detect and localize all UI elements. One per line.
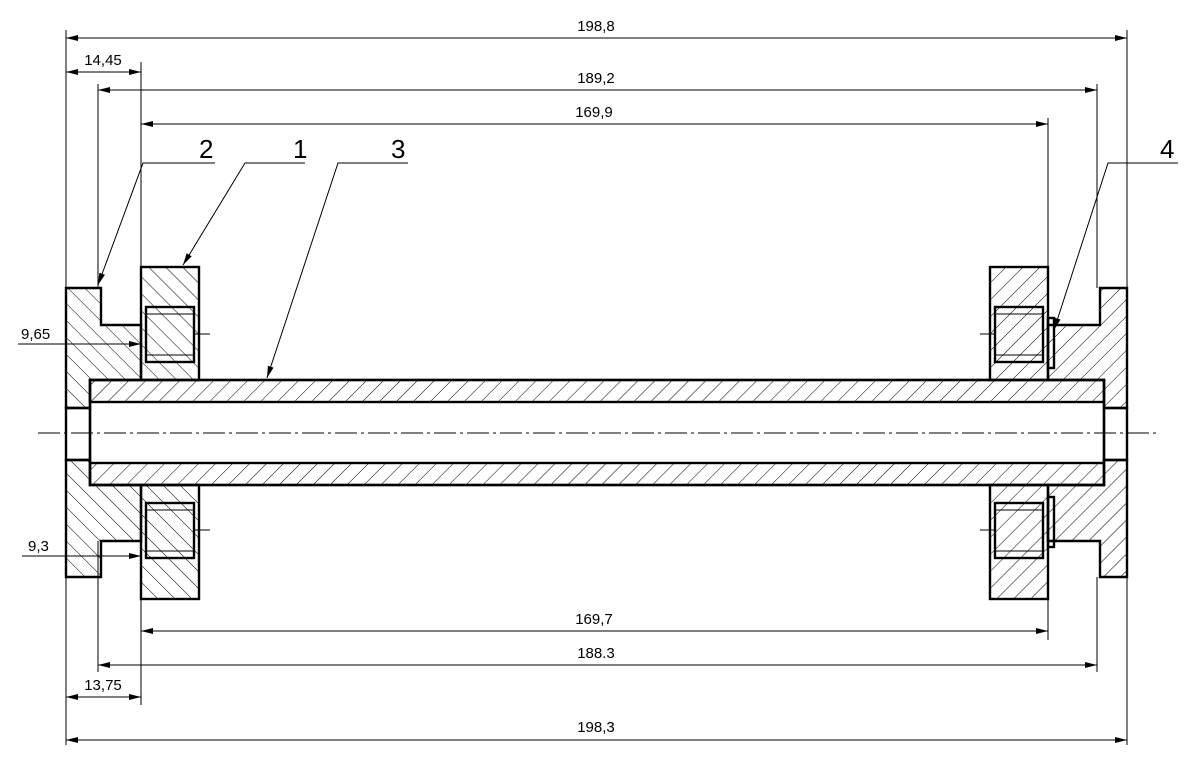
- callout-part-3: 3: [391, 134, 405, 164]
- callout-part-2: 2: [199, 134, 213, 164]
- left-end-cap: [64, 286, 143, 579]
- leader-part-4: [1053, 162, 1178, 331]
- leader-part-2: [97, 162, 215, 286]
- dim-inner-top: 169,9: [575, 104, 613, 121]
- dim-left-small-upper: 9,65: [21, 326, 50, 343]
- dim-overall-bottom: 198,3: [577, 719, 615, 736]
- dim-middle-top: 189,2: [577, 70, 615, 87]
- dim-overall-top: 198,8: [577, 18, 615, 35]
- dim-left-offset-top: 14,45: [84, 52, 122, 69]
- callout-part-1: 1: [293, 134, 307, 164]
- leader-part-3: [266, 162, 408, 379]
- dim-left-offset-bottom: 13,75: [84, 677, 122, 694]
- dimension-lines: [18, 35, 1127, 743]
- callout-part-4: 4: [1160, 134, 1174, 164]
- left-bearing-housing: [139, 265, 210, 601]
- leader-part-1: [182, 162, 305, 266]
- right-bearing-housing: [980, 265, 1050, 601]
- dim-left-small-lower: 9,3: [28, 538, 49, 555]
- dim-middle-bottom: 188.3: [577, 645, 615, 662]
- leader-lines: [97, 162, 1178, 379]
- dim-inner-bottom: 169,7: [575, 611, 613, 628]
